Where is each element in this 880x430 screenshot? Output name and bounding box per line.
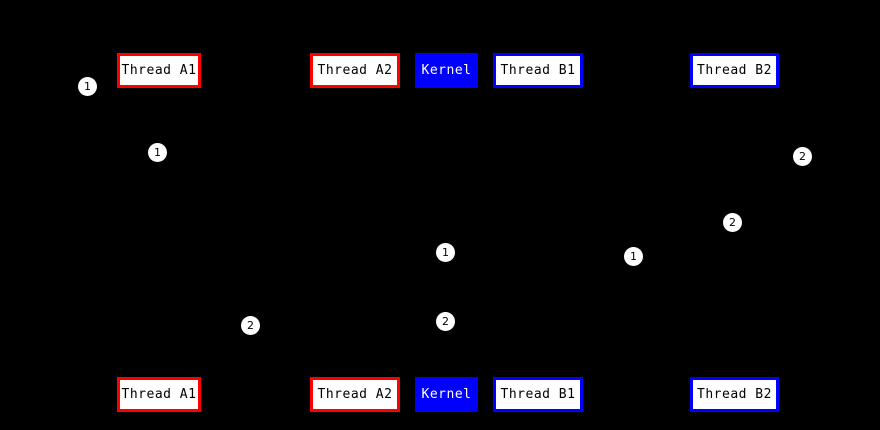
step-marker-marker-f: 1 [624,247,643,266]
step-marker-marker-e: 1 [436,243,455,262]
participant-box-kernel-bottom[interactable]: Kernel [415,377,478,412]
message-arrow-msg-6 [355,319,446,325]
step-marker-marker-d: 2 [723,213,742,232]
participant-label: Thread A1 [121,387,197,402]
step-marker-marker-b: 1 [148,143,167,162]
participant-box-thread-a1-top[interactable]: Thread A1 [117,53,201,88]
lifeline-thread-b2 [734,88,735,377]
participant-label: Thread B2 [697,387,772,402]
participant-box-thread-b1-bottom[interactable]: Thread B1 [493,377,583,412]
participant-label: Kernel [421,387,472,402]
message-arrow-msg-2 [355,250,446,256]
participant-box-thread-b1-top[interactable]: Thread B1 [493,53,583,88]
participant-label: Thread A1 [121,63,197,78]
participant-box-kernel-top[interactable]: Kernel [415,53,478,88]
message-arrow-msg-4 [446,254,538,260]
lifeline-kernel [446,88,447,377]
participant-label: Thread B1 [500,63,576,78]
participant-label: Kernel [421,63,472,78]
participant-box-thread-b2-bottom[interactable]: Thread B2 [690,377,779,412]
participant-label: Thread B2 [697,63,772,78]
lifeline-thread-a2 [355,88,356,377]
participant-box-thread-a2-bottom[interactable]: Thread A2 [310,377,400,412]
participant-box-thread-b2-top[interactable]: Thread B2 [690,53,779,88]
participant-box-thread-a2-top[interactable]: Thread A2 [310,53,400,88]
lifeline-thread-b1 [538,88,539,377]
message-arrow-msg-3 [538,220,734,226]
lifeline-thread-a1 [159,88,160,377]
step-marker-marker-g: 2 [241,316,260,335]
participant-label: Thread A2 [317,63,393,78]
participant-label: Thread B1 [500,387,576,402]
message-arrow-msg-1 [159,150,355,156]
participant-box-thread-a1-bottom[interactable]: Thread A1 [117,377,201,412]
step-marker-marker-h: 2 [436,312,455,331]
step-marker-marker-c: 2 [793,147,812,166]
step-marker-marker-a: 1 [78,77,97,96]
participant-label: Thread A2 [317,387,393,402]
